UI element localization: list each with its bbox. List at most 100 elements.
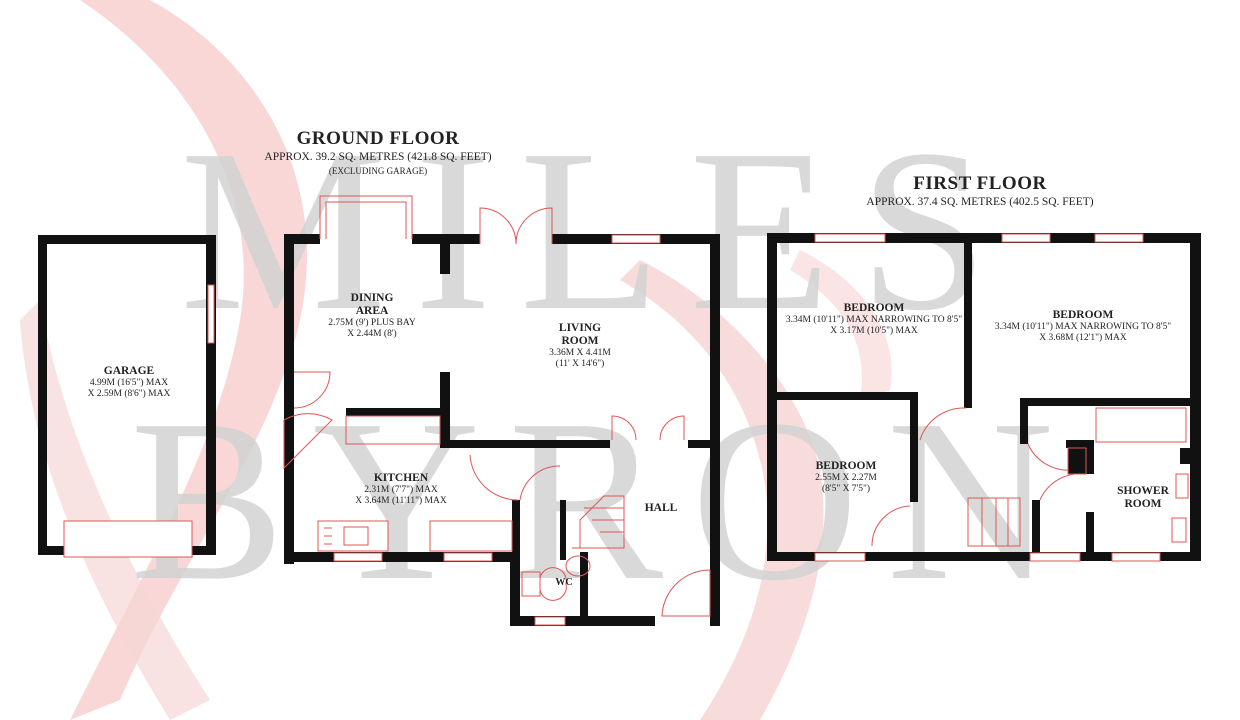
bedroom-divider xyxy=(964,243,972,408)
ground-wall-bottom xyxy=(284,552,520,562)
kitchen-wc-door xyxy=(519,465,561,501)
bed1-window xyxy=(814,233,886,243)
garage-door xyxy=(63,520,193,558)
shower-wall-right-piece xyxy=(1180,448,1190,464)
garage-wall-bottom-right xyxy=(192,546,216,555)
dining-bay-window xyxy=(319,195,413,239)
bedroom1-dim-1: 3.34M (10'11") MAX NARROWING TO 8'5" xyxy=(785,315,963,325)
garage-dim-1: 4.99M (16'5") MAX xyxy=(89,378,169,388)
room-label-shower: SHOWER ROOM xyxy=(1106,485,1180,511)
garage-dim-2: X 2.59M (8'6") MAX xyxy=(87,389,171,399)
wc-wall-right xyxy=(580,552,588,616)
kitchen-dim-2: X 3.64M (11'11") MAX xyxy=(355,496,447,506)
swoosh-left xyxy=(70,0,307,720)
landing-stair-wall xyxy=(1032,500,1040,552)
living-hall-door xyxy=(469,454,519,501)
bedroom3-right-wall xyxy=(910,392,918,502)
living-dim-2: (11' X 14'6") xyxy=(555,359,605,369)
shower-toilet xyxy=(1175,473,1189,499)
bedroom2-dim-2: X 3.68M (12'1") MAX xyxy=(1039,333,1127,343)
kitchen-window xyxy=(333,552,383,562)
ground-wall-right xyxy=(710,234,720,626)
kitchen-name: KITCHEN xyxy=(373,472,429,484)
ground-floor-area: APPROX. 39.2 SQ. METRES (421.8 SQ. FEET) xyxy=(264,151,492,163)
shower-wall-stub xyxy=(1066,440,1094,448)
kitchen-hob xyxy=(324,527,332,545)
bed2-window-2 xyxy=(1094,233,1144,243)
first-floor-area: APPROX. 37.4 SQ. METRES (402.5 SQ. FEET) xyxy=(866,196,1094,208)
dining-kitchen-wall xyxy=(346,408,440,416)
watermark-line-1: MILES xyxy=(180,102,1016,359)
dining-living-stub xyxy=(440,244,450,274)
hall-cupboard xyxy=(345,415,441,445)
walls xyxy=(38,233,1201,626)
dining-dim-2: X 2.44M (8') xyxy=(347,329,397,339)
shower-wall-left xyxy=(1086,440,1094,474)
first-floor-title: FIRST FLOOR xyxy=(913,173,1047,194)
room-label-kitchen: KITCHEN 2.31M (7'7") MAX X 3.64M (11'11"… xyxy=(322,472,480,507)
first-wall-left xyxy=(767,233,777,561)
ground-floor-note: (EXCLUDING GARAGE) xyxy=(328,166,428,176)
landing-cupboard xyxy=(1067,447,1087,475)
shower-window xyxy=(1111,552,1161,562)
garage-window xyxy=(207,284,215,344)
wc-wall-bottom xyxy=(510,616,655,626)
hall-doors xyxy=(611,415,685,441)
living-name-2: ROOM xyxy=(561,335,599,347)
first-wall-top xyxy=(767,233,1201,243)
room-label-dining: DINING AREA 2.75M (9') PLUS BAY X 2.44M … xyxy=(320,292,424,340)
living-kitchen-wall-v xyxy=(440,372,450,448)
room-label-garage: GARAGE 4.99M (16'5") MAX X 2.59M (8'6") … xyxy=(70,365,188,400)
living-window xyxy=(611,234,661,244)
swoosh-right xyxy=(790,250,892,400)
garage-wall-right xyxy=(206,235,216,555)
wc-window xyxy=(534,616,566,626)
wc-toilet xyxy=(521,567,567,601)
living-name-1: LIVING xyxy=(558,322,602,334)
room-label-bedroom-1: BEDROOM 3.34M (10'11") MAX NARROWING TO … xyxy=(782,302,966,337)
shower-wall-left-low xyxy=(1086,512,1094,554)
bedroom3-name: BEDROOM xyxy=(815,460,877,472)
room-label-living: LIVING ROOM 3.36M X 4.41M (11' X 14'6") xyxy=(530,322,630,370)
dining-name-1: DINING xyxy=(350,292,394,304)
bed3-window xyxy=(814,552,866,562)
kitchen-sink xyxy=(343,526,369,546)
wc-wall-left xyxy=(510,552,520,626)
fixtures xyxy=(63,195,1189,626)
wc-name: WC xyxy=(555,577,573,588)
ground-wall-left xyxy=(284,234,294,564)
bed2-window-1 xyxy=(1001,233,1051,243)
bedroom3-dim-2: (8'5" X 7'5") xyxy=(821,484,871,494)
kitchen-counter-2 xyxy=(429,520,513,552)
bed3-door xyxy=(871,505,911,547)
dining-name-2: AREA xyxy=(355,305,389,317)
room-label-bedroom-3: BEDROOM 2.55M X 2.27M (8'5" X 7'5") xyxy=(795,460,897,495)
ground-wall-top-mid xyxy=(412,234,480,244)
shower-tray xyxy=(1095,407,1187,443)
dining-dim-1: 2.75M (9') PLUS BAY xyxy=(328,318,416,328)
landing-door xyxy=(919,407,967,441)
room-label-wc: WC xyxy=(546,576,582,589)
bedroom3-top-wall xyxy=(777,392,917,400)
kitchen-window-2 xyxy=(443,552,493,562)
landing-wall-stub xyxy=(1020,398,1028,444)
living-dim-1: 3.36M X 4.41M xyxy=(549,348,611,358)
landing-door-2 xyxy=(1027,443,1073,471)
room-label-bedroom-2: BEDROOM 3.34M (10'11") MAX NARROWING TO … xyxy=(990,309,1176,344)
first-wall-bottom xyxy=(767,552,1201,561)
bedroom3-dim-1: 2.55M X 2.27M xyxy=(815,473,877,483)
living-kitchen-wall-h xyxy=(440,440,610,448)
bedroom1-name: BEDROOM xyxy=(843,302,905,314)
shower-door xyxy=(1039,473,1087,501)
landing-wall xyxy=(1020,398,1190,406)
kitchen-dim-1: 2.31M (7'7") MAX xyxy=(364,485,438,495)
kitchen-hall-wall xyxy=(512,500,520,560)
dining-door xyxy=(293,371,331,409)
garage-wall-top xyxy=(38,235,216,244)
bedroom2-dim-1: 3.34M (10'11") MAX NARROWING TO 8'5" xyxy=(994,322,1172,332)
hall-stair-wall xyxy=(560,500,566,560)
front-door xyxy=(661,569,711,617)
hall-name: HALL xyxy=(644,502,678,514)
garage-wall-bottom-left xyxy=(38,546,64,555)
first-wall-right xyxy=(1190,233,1201,561)
